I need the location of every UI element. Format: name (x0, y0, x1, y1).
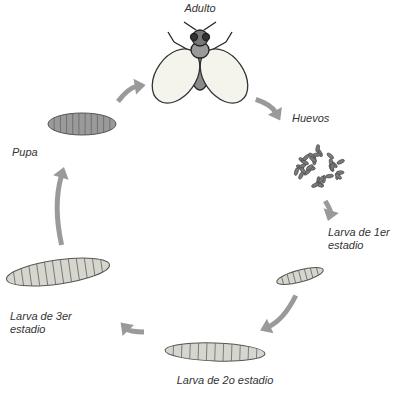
cycle-arrow (324, 201, 339, 221)
antenna (184, 22, 196, 30)
egg (311, 182, 320, 189)
arrow-line (118, 86, 137, 101)
egg (318, 175, 325, 184)
fly-eye (191, 34, 198, 41)
arrow-line (268, 296, 295, 327)
segment-line (52, 261, 55, 285)
egg (299, 166, 307, 174)
cycle-arrow (256, 99, 282, 120)
segment-line (223, 343, 225, 361)
segment-line (214, 343, 216, 361)
egg (313, 152, 321, 157)
stage-label: Larva de 1er estadio (328, 226, 394, 252)
stage-label: Adulto (150, 2, 250, 15)
segment-line (37, 264, 40, 286)
segment-line (92, 258, 94, 275)
egg (325, 174, 333, 179)
segment-line (109, 118, 110, 131)
adult-fly (142, 22, 257, 112)
segment-line (44, 262, 47, 285)
arrow-line (325, 201, 330, 213)
larva-first-outline (275, 264, 324, 288)
cycle-arrow (53, 167, 68, 245)
segment-line (181, 344, 182, 357)
segment-line (85, 113, 86, 135)
egg (315, 144, 320, 153)
leg (226, 32, 232, 42)
segment-line (103, 116, 104, 133)
segment-line (239, 345, 241, 361)
segment-line (68, 259, 71, 282)
fly-eye (203, 34, 210, 41)
antenna (204, 22, 216, 30)
segment-line (66, 114, 67, 134)
segment-line (78, 113, 79, 135)
segment-line (72, 113, 73, 134)
larvae-and-pupa (5, 113, 325, 363)
cycle-arrow (118, 79, 146, 102)
segment-line (198, 343, 200, 360)
segment-line (84, 258, 87, 278)
segment-line (101, 260, 103, 273)
segment-line (173, 346, 174, 356)
stage-node: Larva de 1er estadio (268, 226, 398, 292)
segment-line (60, 260, 63, 284)
stage-label: Larva de 3er estadio (10, 310, 82, 336)
cycle-arrow (121, 323, 144, 336)
segment-line (316, 268, 318, 276)
segment-line (231, 344, 233, 361)
arrow-line (127, 329, 144, 332)
segment-line (189, 343, 191, 359)
segment-line (293, 272, 296, 283)
egg (334, 172, 342, 180)
arrow-line (57, 176, 61, 245)
segment-line (29, 266, 32, 286)
segment-line (282, 277, 284, 285)
segment-line (76, 258, 79, 280)
segment-line (54, 118, 55, 131)
segment-line (206, 343, 208, 361)
fly-wing (142, 40, 209, 112)
pupa-shape-outline (48, 113, 116, 135)
stage-node: Pupa (8, 104, 122, 162)
stage-node: Larva de 3er estadio (4, 250, 116, 346)
pupa-shape (48, 113, 116, 135)
larva-second-outline (165, 341, 266, 362)
segment-line (256, 348, 257, 358)
larva-first (275, 264, 324, 288)
segment-line (97, 114, 98, 134)
cycle-arrow (260, 296, 296, 334)
egg (305, 164, 314, 172)
egg (302, 154, 310, 162)
egg (336, 158, 345, 165)
leg (168, 32, 174, 42)
segment-line (310, 268, 313, 278)
arrow-line (256, 99, 276, 112)
larva-second (165, 341, 266, 362)
segment-line (14, 272, 16, 285)
larva-third-outline (5, 253, 111, 291)
fly-wing (190, 40, 257, 112)
segment-line (287, 274, 290, 284)
segment-line (298, 270, 301, 282)
stage-label: Larva de 2o estadio (150, 374, 300, 387)
stage-node: Larva de 2o estadio (140, 334, 310, 396)
segment-line (248, 346, 249, 359)
egg (294, 167, 300, 176)
egg (330, 162, 336, 171)
stage-node: Adulto (150, 2, 252, 102)
larva-third (5, 253, 111, 291)
eggs-cluster (294, 144, 346, 188)
stage-label: Pupa (12, 146, 72, 159)
segment-line (60, 116, 61, 133)
segment-line (91, 113, 92, 134)
stage-node: Huevos (284, 112, 354, 196)
segment-line (304, 269, 307, 280)
stage-label: Huevos (292, 112, 352, 125)
segment-line (21, 268, 23, 285)
